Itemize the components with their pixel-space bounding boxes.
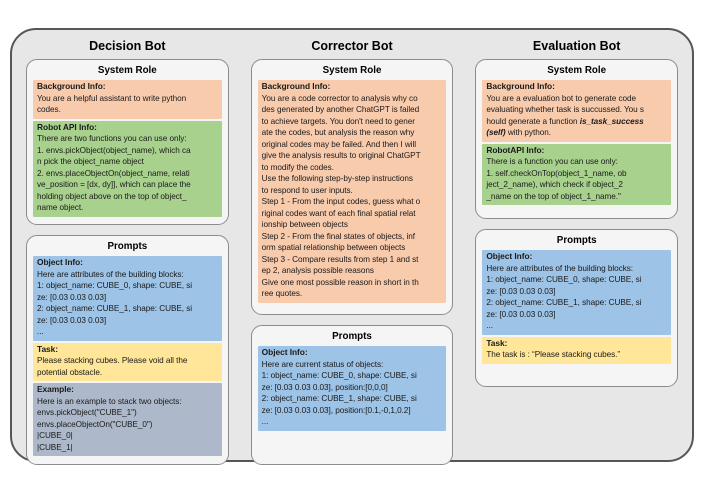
background-info-block: Background Info: You are a code corrector…	[257, 80, 447, 303]
block-heading: Example:	[37, 384, 74, 394]
column-title: Decision Bot	[89, 39, 166, 53]
example-block: Example: Here is an example to stack two …	[33, 383, 222, 456]
block-body: The task is : “Please stacking cubes.”	[486, 350, 621, 359]
block-body: There is a function you can use only: 1.…	[486, 157, 627, 201]
background-info-block: Background Info: You are a helpful assist…	[33, 80, 222, 119]
task-block: Task: Please stacking cubes. Please void …	[33, 342, 222, 381]
panel-title: Prompts	[556, 235, 597, 246]
block-heading: Object Info:	[486, 251, 533, 261]
block-body: Here are attributes of the building bloc…	[37, 269, 193, 337]
block-heading: Background Info:	[261, 81, 331, 91]
block-body: Here are attributes of the building bloc…	[486, 263, 642, 331]
block-heading: Background Info:	[37, 81, 106, 91]
panel-title: System Role	[97, 65, 157, 76]
block-heading: Background Info:	[486, 81, 555, 91]
block-heading: Task:	[37, 343, 59, 354]
block-body: Please stacking cubes. Please void all t…	[37, 356, 188, 377]
column-title: Corrector Bot	[311, 39, 393, 53]
panel-title: Prompts	[107, 241, 148, 252]
panel-title: System Role	[547, 65, 607, 76]
block-heading: Object Info:	[261, 347, 308, 357]
block-heading: RobotAPI Info:	[486, 144, 545, 155]
panel-title: Prompts	[332, 331, 372, 342]
task-block: Task: The task is : “Please stacking cube…	[482, 336, 672, 364]
robot-api-info-block: Robot API Info: There are two functions y…	[33, 120, 222, 217]
robot-api-info-block: RobotAPI Info: There is a function you ca…	[482, 143, 672, 205]
block-body: You are a code corrector to analysis why…	[261, 93, 421, 299]
block-body: Here are current status of objects: 1: o…	[261, 359, 417, 427]
panel-title: System Role	[322, 65, 382, 76]
block-body: Here is an example to stack two objects:…	[37, 396, 182, 452]
background-info-block: Background Info: You are a evaluation bot…	[482, 80, 672, 142]
block-heading: Task:	[486, 337, 508, 348]
block-heading: Object Info:	[37, 257, 83, 267]
object-info-block: Object Info: Here are attributes of the b…	[482, 250, 672, 335]
object-info-block: Object Info: Here are current status of o…	[257, 346, 447, 431]
block-body: You are a evaluation bot to generate cod…	[486, 93, 644, 138]
block-heading: Robot API Info:	[37, 121, 97, 132]
column-title: Evaluation Bot	[532, 39, 621, 53]
object-info-block: Object Info: Here are attributes of the b…	[33, 256, 222, 341]
block-body: There are two functions you can use only…	[37, 134, 191, 212]
block-body: You are a helpful assistant to write pyt…	[37, 93, 187, 115]
